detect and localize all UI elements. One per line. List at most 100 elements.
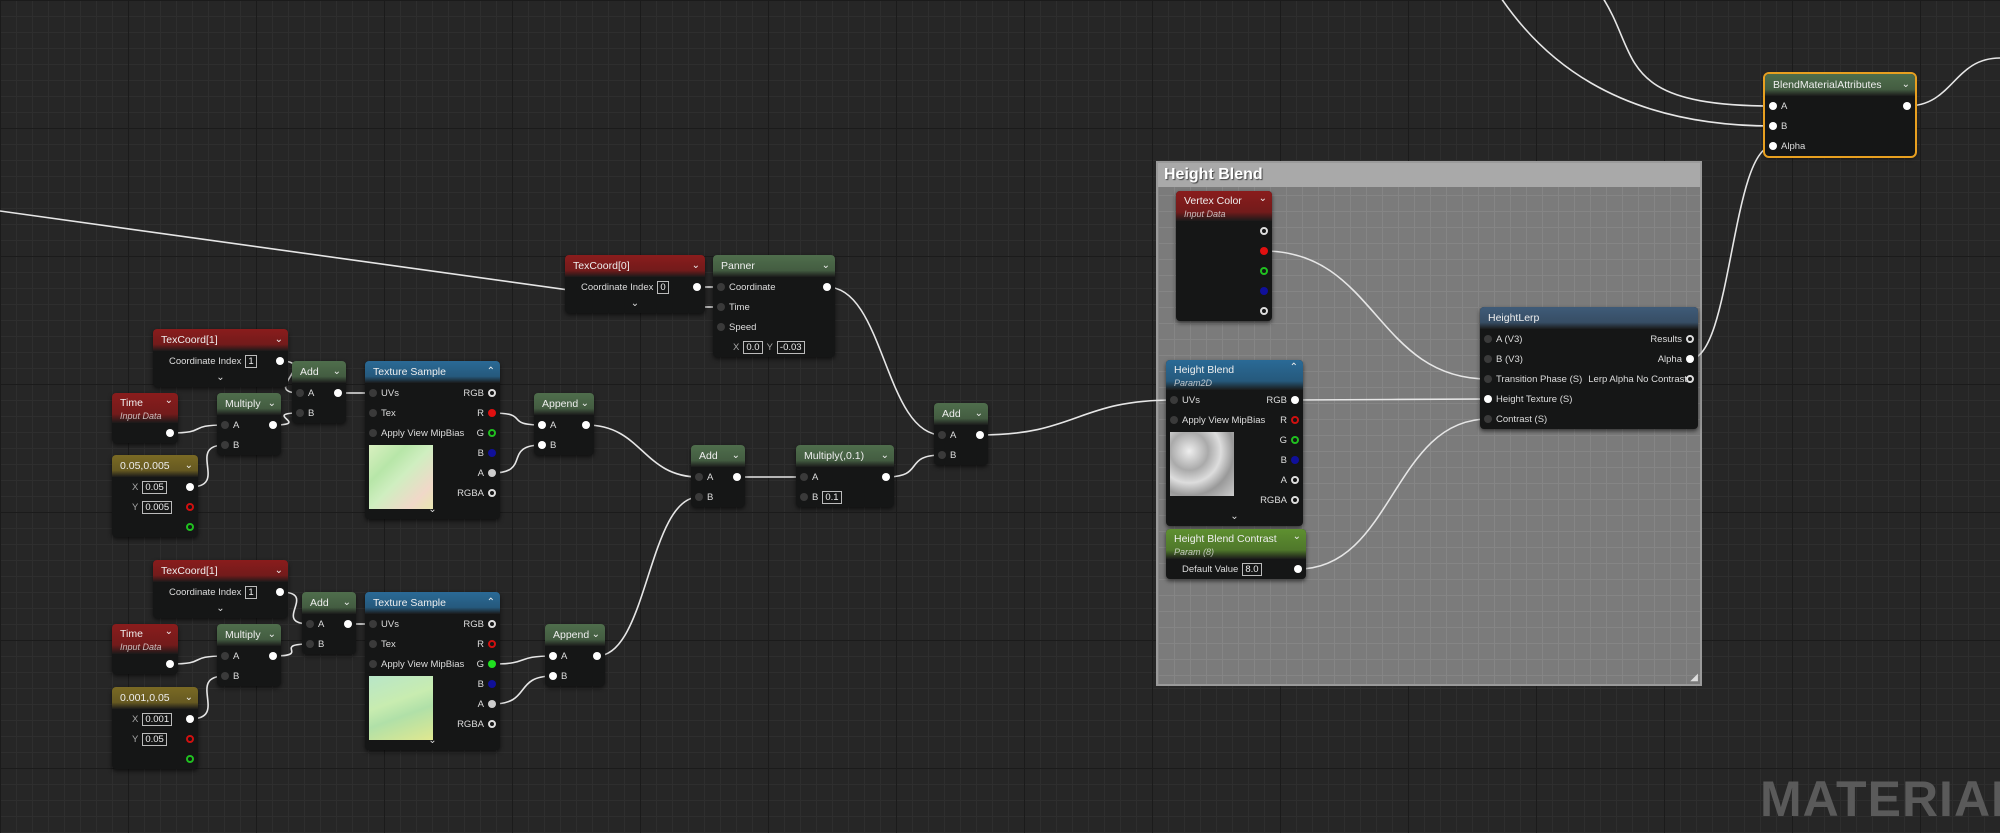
output-pin-icon[interactable] <box>166 429 174 437</box>
output-pin-icon[interactable] <box>1294 565 1302 573</box>
connection-wire[interactable] <box>826 286 943 436</box>
connection-wire[interactable] <box>979 399 1175 436</box>
input-pin-icon[interactable] <box>695 473 703 481</box>
connection-wire[interactable] <box>491 675 554 705</box>
input-pin-icon[interactable] <box>717 283 725 291</box>
output-pin-icon[interactable] <box>488 660 496 668</box>
collapse-chevron-icon[interactable]: ⌄ <box>821 260 830 271</box>
node-header[interactable]: HeightLerp <box>1480 307 1698 329</box>
collapse-chevron-icon[interactable]: ⌃ <box>486 366 495 377</box>
output-pin-icon[interactable] <box>488 680 496 688</box>
input-pin-icon[interactable] <box>1769 102 1777 110</box>
output-pin-icon[interactable] <box>1291 396 1299 404</box>
output-pin-icon[interactable] <box>1686 355 1694 363</box>
output-pin-icon[interactable] <box>186 735 194 743</box>
value-input[interactable]: 8.0 <box>1242 562 1262 576</box>
node-header[interactable]: TexCoord[1]⌄ <box>153 560 288 582</box>
output-pin-icon[interactable] <box>1260 287 1268 295</box>
value-input[interactable]: 0.005 <box>142 500 173 514</box>
node-header[interactable]: Multiply(,0.1)⌄ <box>796 445 894 467</box>
collapse-chevron-icon[interactable]: ⌄ <box>1258 193 1267 204</box>
value-input[interactable]: 0.0 <box>743 340 763 354</box>
node-header[interactable]: 0.05,0.005⌄ <box>112 455 198 477</box>
collapse-chevron-icon[interactable]: ⌄ <box>880 450 889 461</box>
output-pin-icon[interactable] <box>488 469 496 477</box>
input-pin-icon[interactable] <box>221 652 229 660</box>
output-pin-icon[interactable] <box>269 652 277 660</box>
output-pin-icon[interactable] <box>186 483 194 491</box>
output-pin-icon[interactable] <box>1686 375 1694 383</box>
value-input[interactable]: 0.001 <box>142 712 173 726</box>
collapse-chevron-icon[interactable]: ⌄ <box>274 334 283 345</box>
output-pin-icon[interactable] <box>1686 335 1694 343</box>
input-pin-icon[interactable] <box>369 620 377 628</box>
connection-wire[interactable] <box>1689 145 1774 360</box>
output-pin-icon[interactable] <box>334 389 342 397</box>
output-pin-icon[interactable] <box>1260 247 1268 255</box>
output-pin-icon[interactable] <box>269 421 277 429</box>
output-pin-icon[interactable] <box>488 620 496 628</box>
input-pin-icon[interactable] <box>717 323 725 331</box>
collapse-chevron-icon[interactable]: ⌄ <box>267 398 276 409</box>
collapse-chevron-icon[interactable]: ⌄ <box>267 629 276 640</box>
expand-chevron-icon[interactable]: ⌄ <box>630 298 640 309</box>
output-pin-icon[interactable] <box>488 700 496 708</box>
output-pin-icon[interactable] <box>186 715 194 723</box>
input-pin-icon[interactable] <box>369 660 377 668</box>
input-pin-icon[interactable] <box>306 640 314 648</box>
node-header[interactable]: Add⌄ <box>302 592 356 614</box>
input-pin-icon[interactable] <box>549 652 557 660</box>
node-header[interactable]: BlendMaterialAttributes⌄ <box>1765 74 1915 96</box>
output-pin-icon[interactable] <box>882 473 890 481</box>
input-pin-icon[interactable] <box>1484 335 1492 343</box>
output-pin-icon[interactable] <box>488 489 496 497</box>
node-header[interactable]: 0.001,0.05⌄ <box>112 687 198 709</box>
input-pin-icon[interactable] <box>1769 142 1777 150</box>
output-pin-icon[interactable] <box>1260 307 1268 315</box>
output-pin-icon[interactable] <box>582 421 590 429</box>
output-pin-icon[interactable] <box>186 755 194 763</box>
collapse-chevron-icon[interactable]: ⌄ <box>164 626 173 637</box>
input-pin-icon[interactable] <box>369 429 377 437</box>
collapse-chevron-icon[interactable]: ⌄ <box>1292 531 1301 542</box>
node-header[interactable]: Multiply⌄ <box>217 624 281 646</box>
connection-wire[interactable] <box>1601 0 1774 107</box>
collapse-chevron-icon[interactable]: ⌄ <box>974 408 983 419</box>
input-pin-icon[interactable] <box>800 493 808 501</box>
expand-chevron-icon[interactable]: ⌄ <box>1230 511 1239 522</box>
node-header[interactable]: Multiply⌄ <box>217 393 281 415</box>
output-pin-icon[interactable] <box>488 409 496 417</box>
output-pin-icon[interactable] <box>488 720 496 728</box>
output-pin-icon[interactable] <box>1291 496 1299 504</box>
value-input[interactable]: 0.05 <box>142 480 167 494</box>
output-pin-icon[interactable] <box>276 588 284 596</box>
output-pin-icon[interactable] <box>976 431 984 439</box>
node-header[interactable]: Texture Sample⌃ <box>365 361 500 383</box>
output-pin-icon[interactable] <box>186 503 194 511</box>
output-pin-icon[interactable] <box>276 357 284 365</box>
value-input[interactable]: 0.05 <box>142 732 167 746</box>
output-pin-icon[interactable] <box>1291 436 1299 444</box>
input-pin-icon[interactable] <box>221 421 229 429</box>
collapse-chevron-icon[interactable]: ⌄ <box>1901 79 1910 90</box>
input-pin-icon[interactable] <box>1484 375 1492 383</box>
input-pin-icon[interactable] <box>538 421 546 429</box>
input-pin-icon[interactable] <box>1170 416 1178 424</box>
collapse-chevron-icon[interactable]: ⌃ <box>1289 362 1298 373</box>
node-header[interactable]: Panner⌄ <box>713 255 835 277</box>
collapse-chevron-icon[interactable]: ⌄ <box>184 460 193 471</box>
